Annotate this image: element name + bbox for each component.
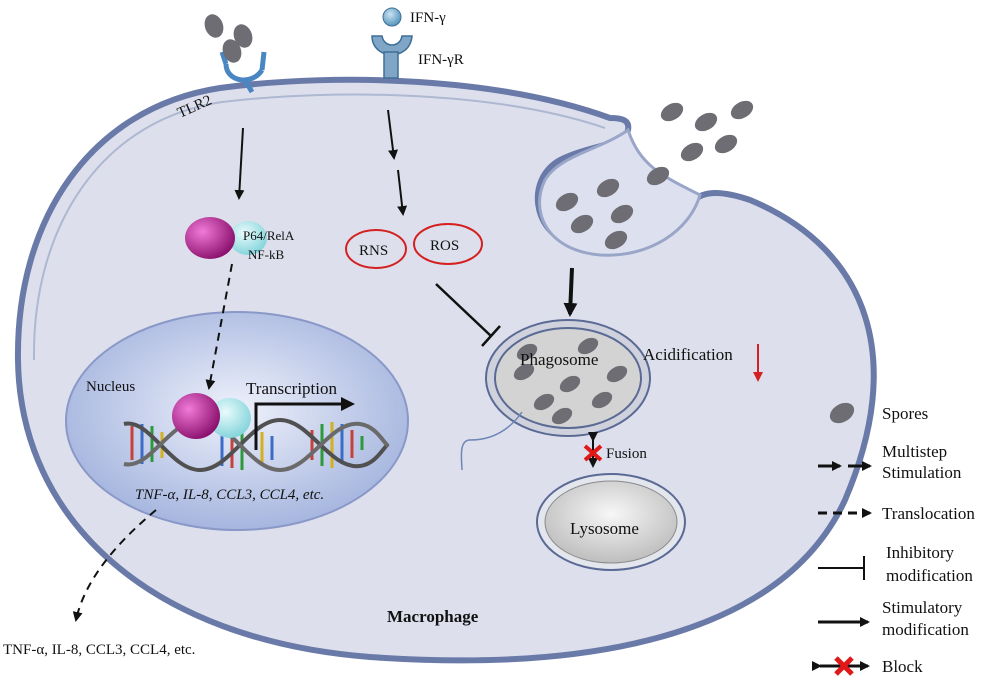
label-fusion: Fusion xyxy=(606,446,647,462)
label-lysosome: Lysosome xyxy=(570,519,639,538)
arrow-ifn-2 xyxy=(397,169,408,216)
label-rns: RNS xyxy=(359,243,388,259)
label-secreted: TNF-α, IL-8, CCL3, CCL4, etc. xyxy=(3,642,195,658)
legend-spores: Spores xyxy=(829,402,928,424)
legend-stimulatory-line2: modification xyxy=(882,620,969,639)
ros-oval xyxy=(413,223,483,265)
phagosome-tail xyxy=(460,411,523,471)
label-macrophage: Macrophage xyxy=(387,607,479,626)
label-nf-kb: NF-kB xyxy=(248,247,284,262)
label-phagosome: Phagosome xyxy=(520,350,598,369)
label-p64-rela: P64/RelA xyxy=(243,228,295,243)
legend-stimulatory-line1: Stimulatory xyxy=(882,598,963,617)
fusion-block xyxy=(583,432,603,468)
lysosome xyxy=(544,480,678,564)
nfkb-on-dna xyxy=(172,393,251,439)
translocation-nfkb-to-nucleus xyxy=(205,263,233,390)
label-transcription: Transcription xyxy=(246,379,337,398)
label-nucleus: Nucleus xyxy=(86,379,135,395)
label-genes: TNF-α, IL-8, CCL3, CCL4, etc. xyxy=(135,487,324,503)
arrow-pocket-to-phagosome xyxy=(563,267,578,317)
nfkb-complex xyxy=(185,217,267,259)
legend-multistep-line2: Stimulation xyxy=(882,463,962,482)
secretion-arrow xyxy=(72,509,157,622)
legend-inhibitory: Inhibitory modification xyxy=(818,543,973,585)
rns-oval xyxy=(345,229,407,269)
arrow-tlr2-to-nfkb xyxy=(234,127,245,200)
legend-spores-label: Spores xyxy=(882,404,928,423)
legend-multistep-line1: Multistep xyxy=(882,442,947,461)
legend-block: Block xyxy=(812,656,923,676)
arrow-ifn-1 xyxy=(387,109,398,160)
ifn-gamma-ligand xyxy=(382,7,402,27)
dna-helix xyxy=(123,417,390,473)
legend: Spores Multistep Stimulation Translocati… xyxy=(812,402,975,676)
spores-phagosome xyxy=(513,337,628,425)
inhibitory-rns-ros xyxy=(435,283,501,347)
legend-stimulatory: Stimulatory modification xyxy=(818,598,969,639)
transcription-arrow xyxy=(254,397,355,450)
label-ros: ROS xyxy=(430,238,459,254)
tlr2-receptor xyxy=(219,51,267,94)
legend-inhibitory-line1: Inhibitory xyxy=(886,543,954,562)
spores-outside xyxy=(555,100,754,250)
legend-block-label: Block xyxy=(882,657,923,676)
legend-inhibitory-line2: modification xyxy=(886,566,973,585)
macrophage-membrane-inner xyxy=(32,93,606,361)
label-ifn-gamma-r: IFN-γR xyxy=(418,52,464,68)
spores-tlr2 xyxy=(204,14,253,63)
ifn-gamma-receptor xyxy=(371,7,413,79)
label-ifn-gamma: IFN-γ xyxy=(410,10,446,26)
legend-translocation-label: Translocation xyxy=(882,504,975,523)
label-acidification: Acidification xyxy=(643,345,733,364)
legend-multistep: Multistep Stimulation xyxy=(818,442,962,482)
legend-translocation: Translocation xyxy=(818,504,975,523)
